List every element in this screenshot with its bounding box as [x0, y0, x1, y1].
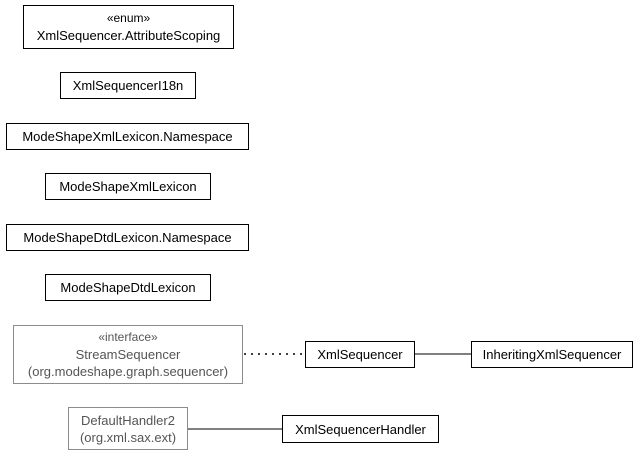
- node-default-handler2[interactable]: DefaultHandler2 (org.xml.sax.ext): [68, 407, 188, 450]
- node-package: (org.xml.sax.ext): [79, 429, 177, 445]
- node-name: XmlSequencer.AttributeScoping: [36, 28, 221, 43]
- node-stereotype: «enum»: [106, 11, 151, 25]
- node-stereotype: «interface»: [98, 330, 158, 344]
- node-dtd-lexicon[interactable]: ModeShapeDtdLexicon: [45, 274, 211, 301]
- node-name: InheritingXmlSequencer: [482, 347, 622, 362]
- node-name: DefaultHandler2: [81, 412, 175, 428]
- node-xml-sequencer[interactable]: XmlSequencer: [305, 341, 415, 368]
- node-stream-sequencer[interactable]: «interface» StreamSequencer (org.modesha…: [13, 325, 243, 384]
- node-name: ModeShapeXmlLexicon: [59, 179, 197, 194]
- node-xml-lexicon[interactable]: ModeShapeXmlLexicon: [45, 173, 211, 200]
- node-name: XmlSequencerHandler: [295, 421, 426, 437]
- node-name: ModeShapeDtdLexicon.Namespace: [23, 230, 232, 245]
- node-name: StreamSequencer: [75, 347, 181, 362]
- node-xmlsequencer-i18n[interactable]: XmlSequencerI18n: [60, 72, 196, 99]
- node-attribute-scoping[interactable]: «enum» XmlSequencer.AttributeScoping: [23, 5, 234, 49]
- node-xml-sequencer-handler[interactable]: XmlSequencerHandler: [282, 415, 439, 443]
- node-name: XmlSequencerI18n: [72, 78, 184, 93]
- node-xml-lexicon-namespace[interactable]: ModeShapeXmlLexicon.Namespace: [6, 123, 249, 150]
- node-name: ModeShapeDtdLexicon: [60, 280, 196, 295]
- node-inheriting-xml-sequencer[interactable]: InheritingXmlSequencer: [471, 341, 633, 368]
- node-name: ModeShapeXmlLexicon.Namespace: [22, 129, 233, 144]
- node-package: (org.modeshape.graph.sequencer): [27, 364, 229, 379]
- node-name: XmlSequencer: [317, 347, 403, 362]
- node-dtd-lexicon-namespace[interactable]: ModeShapeDtdLexicon.Namespace: [6, 224, 249, 251]
